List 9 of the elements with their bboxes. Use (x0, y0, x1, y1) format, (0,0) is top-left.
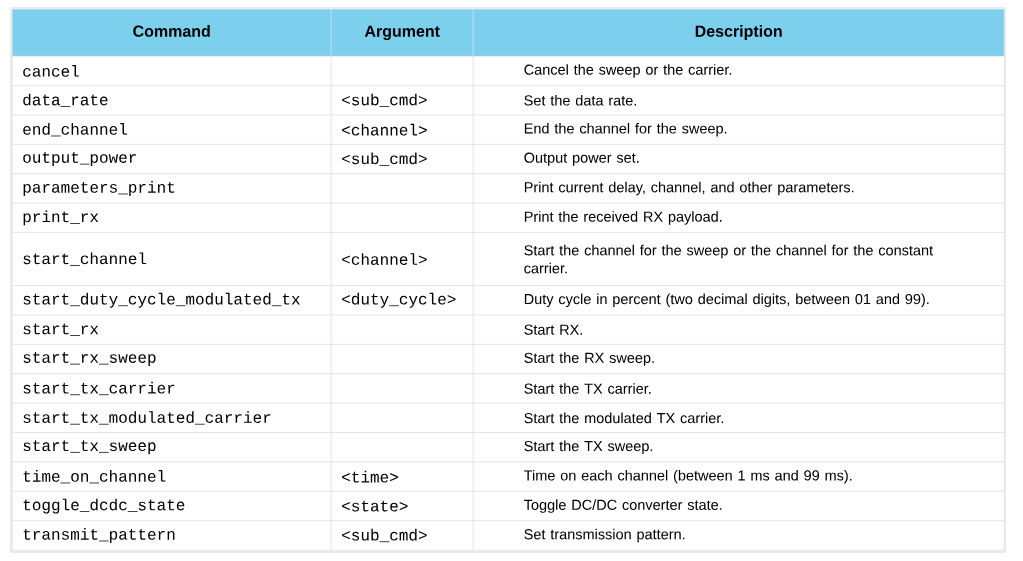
table-cell: <state> (331, 491, 474, 521)
table-cell: <sub_cmd> (331, 520, 474, 551)
table-cell: <channel> (331, 232, 474, 286)
table-cell: <sub_cmd> (331, 85, 474, 116)
table-cell: <time> (331, 461, 474, 492)
table-cell: <channel> (331, 114, 474, 145)
table-cell: <duty_cycle> (331, 285, 474, 316)
table-cell: <sub_cmd> (331, 144, 474, 174)
header-cell: Argument (331, 9, 474, 57)
